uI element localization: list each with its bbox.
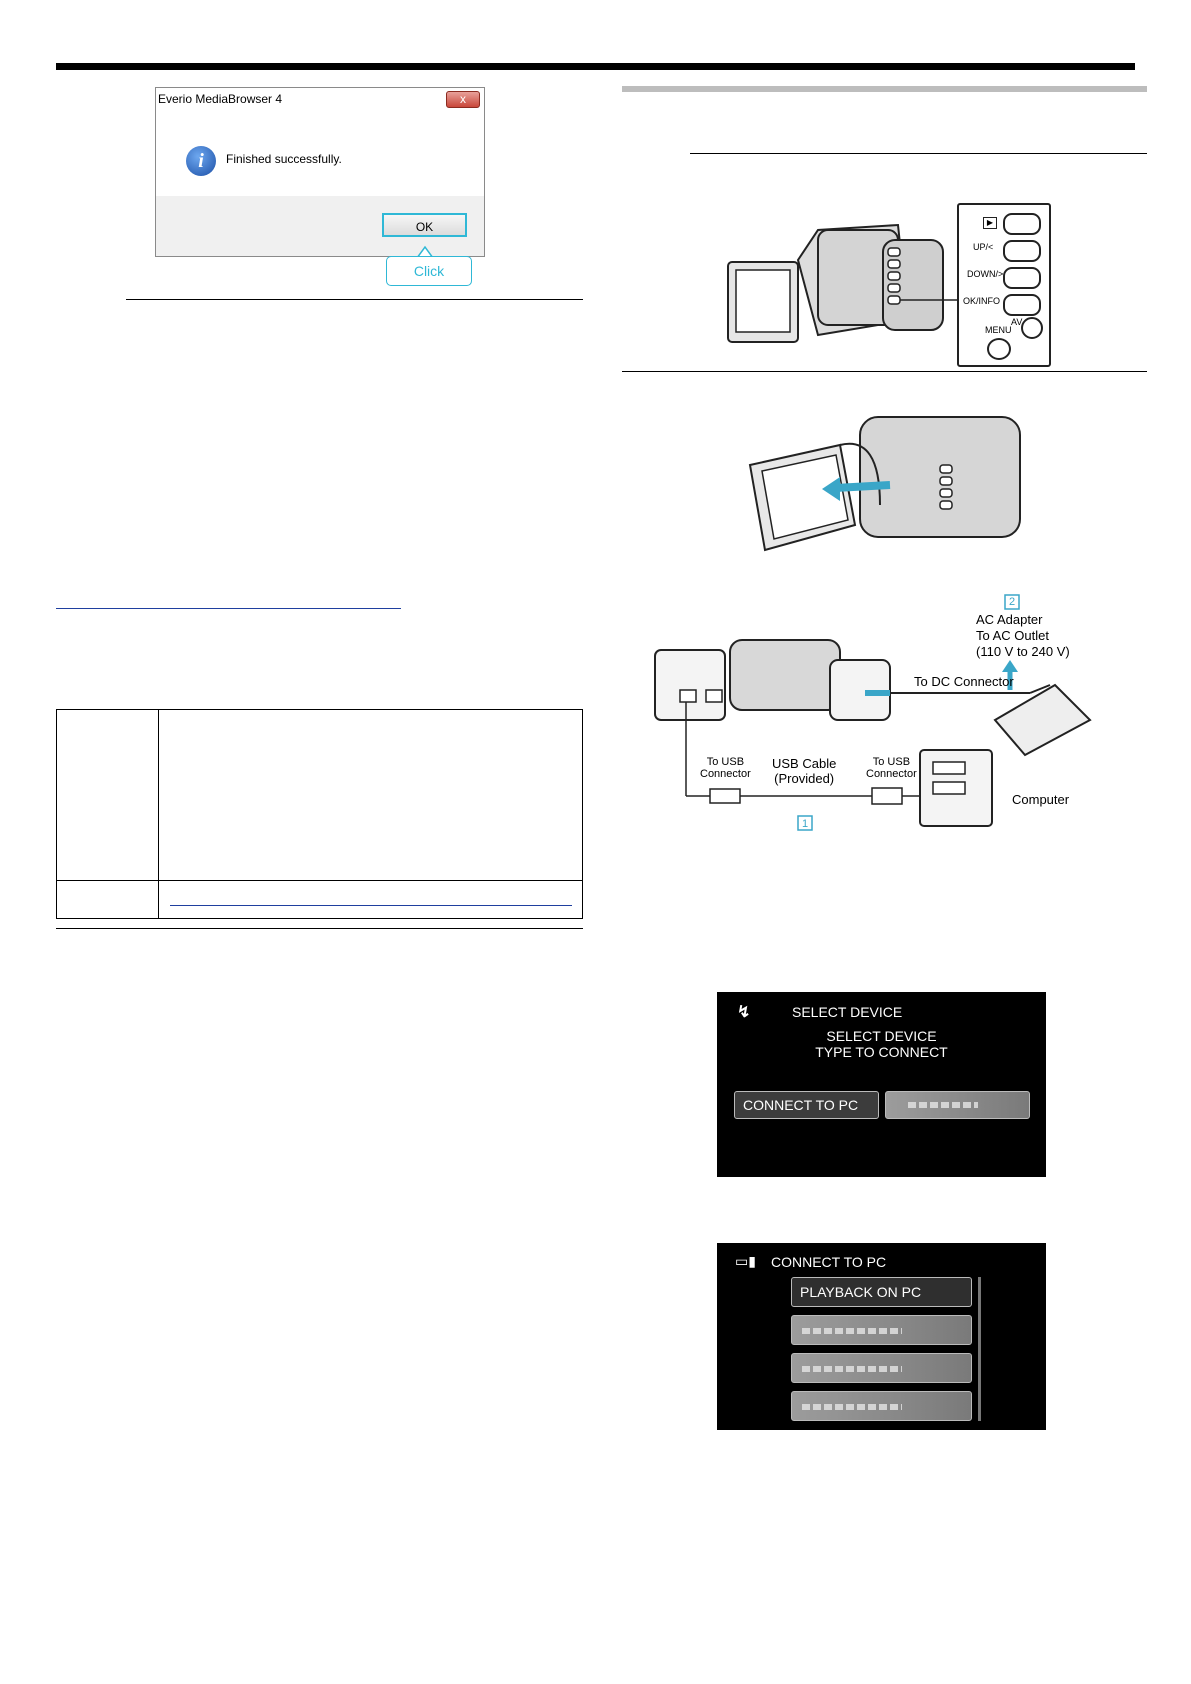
- voltage-label: (110 V to 240 V): [976, 644, 1070, 659]
- close-icon[interactable]: x: [446, 91, 480, 108]
- info-table: [56, 709, 583, 919]
- down-label: DOWN/>: [967, 269, 1004, 279]
- menu-item-3[interactable]: [791, 1353, 972, 1383]
- ok-button[interactable]: OK: [382, 213, 467, 237]
- down-button[interactable]: [1003, 267, 1041, 289]
- up-button[interactable]: [1003, 240, 1041, 262]
- subsection-rule: [690, 153, 1147, 154]
- marker-1: 1: [802, 818, 809, 830]
- menu-item-2[interactable]: [791, 1315, 972, 1345]
- section-header-bar: [622, 86, 1147, 92]
- click-callout: Click: [386, 256, 472, 286]
- camcorder-illustration: [727, 223, 958, 343]
- ac-adapter-label: AC Adapter: [976, 612, 1043, 627]
- outlet-label: To AC Outlet: [976, 628, 1049, 643]
- dialog-window: Everio MediaBrowser 4 x i Finished succe…: [155, 87, 485, 257]
- menu-button[interactable]: [987, 338, 1011, 360]
- dialog-message: Finished successfully.: [226, 152, 342, 166]
- computer-label: Computer: [1012, 792, 1070, 807]
- top-rule: [56, 63, 1135, 70]
- connect-to-pc-screen: ▭▮ CONNECT TO PC PLAYBACK ON PC: [717, 1243, 1046, 1430]
- usb-left-label: To USB Connector: [700, 756, 751, 780]
- screen1-line2: TYPE TO CONNECT: [815, 1044, 948, 1060]
- scrollbar[interactable]: [978, 1277, 981, 1421]
- ok-info-label: OK/INFO: [963, 296, 1001, 306]
- usb-cable-label: USB Cable (Provided): [772, 756, 837, 786]
- up-label: UP/<: [973, 242, 994, 252]
- dialog-title: Everio MediaBrowser 4: [156, 88, 484, 110]
- connect-to-pc-button[interactable]: CONNECT TO PC: [734, 1091, 879, 1119]
- callout-pointer: [416, 245, 434, 259]
- screen1-line1: SELECT DEVICE: [826, 1028, 937, 1044]
- playback-on-pc-item[interactable]: PLAYBACK ON PC: [791, 1277, 972, 1307]
- step-rule: [622, 371, 1147, 372]
- link-underline[interactable]: [56, 608, 401, 609]
- select-device-screen: ↯ SELECT DEVICE SELECT DEVICE TYPE TO CO…: [717, 992, 1046, 1177]
- playback-icon: ▶: [983, 217, 997, 229]
- menu-label: MENU: [985, 325, 1012, 335]
- other-device-button[interactable]: [885, 1091, 1030, 1119]
- open-lcd-illustration: [748, 416, 1021, 552]
- table-link-underline[interactable]: [170, 905, 572, 906]
- playback-button[interactable]: [1003, 213, 1041, 235]
- menu-item-4[interactable]: [791, 1391, 972, 1421]
- info-icon: i: [186, 146, 216, 176]
- av-label: AV: [1011, 317, 1023, 327]
- screen1-header: SELECT DEVICE: [792, 1004, 903, 1020]
- connection-diagram: [654, 594, 1092, 831]
- table-divider: [158, 710, 159, 918]
- button-panel: ▶ UP/< DOWN/> OK/INFO AV MENU: [957, 203, 1051, 367]
- usb-right-label: To USB Connector: [866, 756, 917, 780]
- pc-monitor-icon: ▭▮: [735, 1253, 756, 1269]
- connection-icon: ↯: [737, 1004, 751, 1021]
- ok-info-button[interactable]: [1003, 294, 1041, 316]
- marker-2: 2: [1009, 596, 1016, 608]
- section-rule: [126, 299, 583, 300]
- screen2-header: CONNECT TO PC: [771, 1254, 887, 1270]
- table-row-divider: [57, 880, 582, 881]
- av-button[interactable]: [1021, 317, 1043, 339]
- table-bottom-rule: [56, 928, 583, 929]
- dc-connector-label: To DC Connector: [914, 674, 1014, 689]
